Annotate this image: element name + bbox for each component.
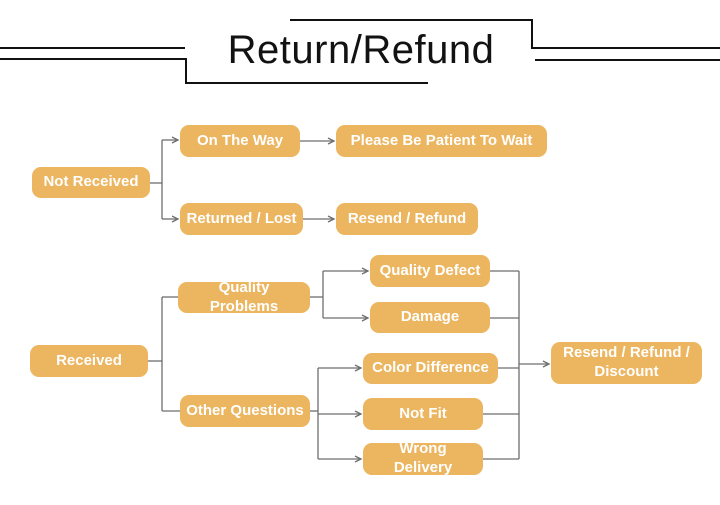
node-damage: Damage <box>370 302 490 333</box>
ornament-line-bottom <box>185 82 428 84</box>
ornament-line-left-lower <box>0 58 187 60</box>
ornament-line-right-upper <box>531 47 720 49</box>
page-title: Return/Refund <box>227 28 495 72</box>
node-resend-refund-discount: Resend / Refund / Discount <box>551 342 702 384</box>
node-other-questions: Other Questions <box>180 395 310 427</box>
ornament-line-top <box>290 19 533 21</box>
ornament-line-right-lower <box>535 59 720 61</box>
node-on-the-way: On The Way <box>180 125 300 157</box>
node-color-difference: Color Difference <box>363 353 498 384</box>
node-wrong-delivery: Wrong Delivery <box>363 440 483 476</box>
node-quality-defect: Quality Defect <box>370 255 490 287</box>
node-please-be-patient-to-wait: Please Be Patient To Wait <box>336 125 547 157</box>
node-received: Received <box>30 345 148 377</box>
node-returned-lost: Returned / Lost <box>180 203 303 235</box>
node-quality-problems: Quality Problems <box>178 279 310 315</box>
node-resend-refund: Resend / Refund <box>336 203 478 235</box>
node-not-fit: Not Fit <box>363 398 483 430</box>
node-not-received: Not Received <box>32 167 150 198</box>
ornament-line-right-vertical <box>531 19 533 49</box>
ornament-line-left-vertical <box>185 58 187 84</box>
ornament-line-left-upper <box>0 47 185 49</box>
